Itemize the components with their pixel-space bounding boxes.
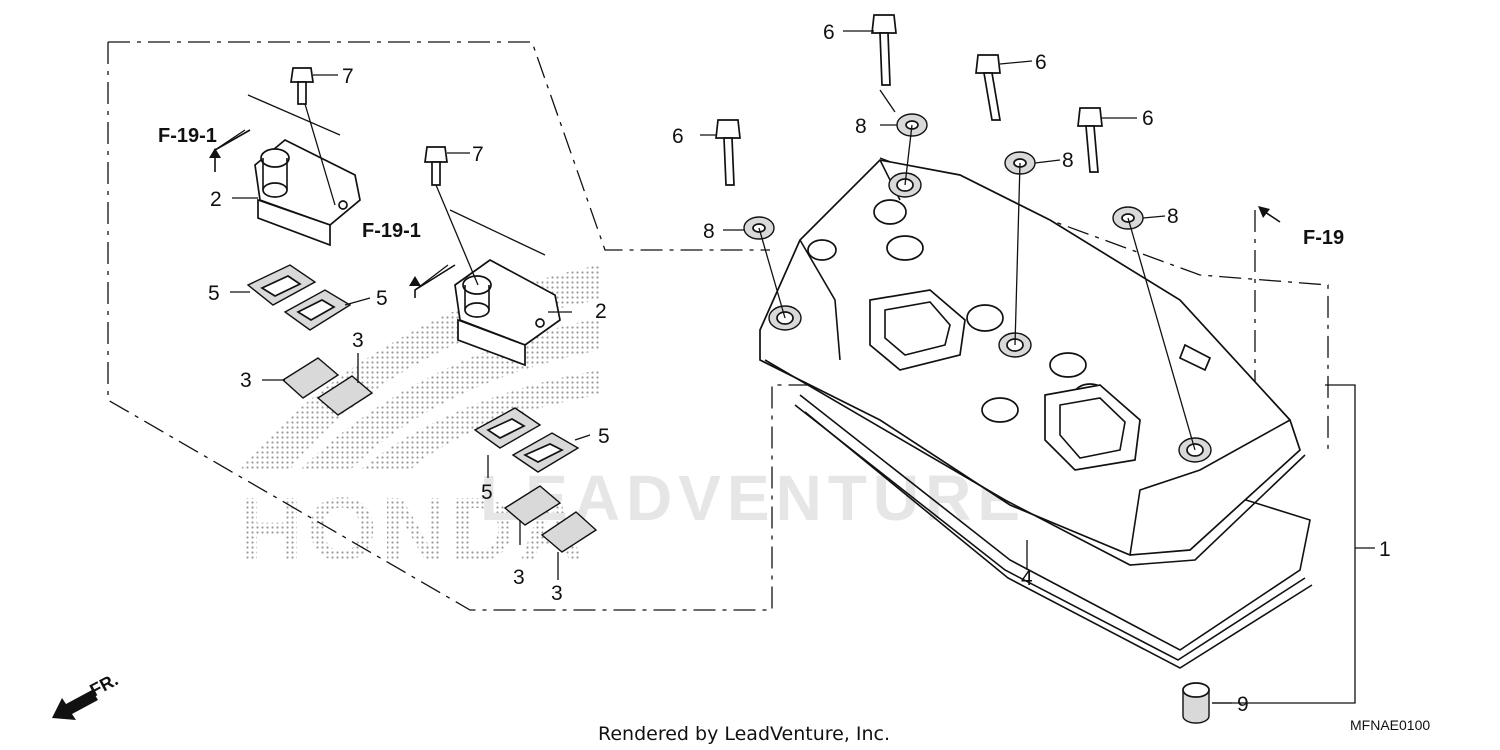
leader-lines	[214, 30, 1375, 704]
callout-3-d: 3	[551, 582, 563, 605]
cover-bolt-6-c	[975, 54, 1002, 121]
callout-6-b: 6	[672, 125, 684, 148]
callout-5-a: 5	[208, 282, 220, 305]
callout-8-a: 8	[703, 220, 715, 243]
callout-5-d: 5	[481, 481, 493, 504]
seal-5-set	[246, 264, 580, 473]
callout-4: 4	[1021, 567, 1033, 590]
callout-9: 9	[1237, 693, 1249, 716]
washer-8-set	[743, 113, 1144, 240]
arrow-to-f19-1-upper	[214, 129, 251, 172]
callout-6-c: 6	[1035, 51, 1047, 74]
callout-8-d: 8	[1167, 205, 1179, 228]
ref-f19[interactable]: F-19	[1303, 227, 1344, 249]
bolt-7-lower	[424, 146, 448, 186]
subassembly-outline	[107, 41, 830, 611]
ref-f19-1-upper[interactable]: F-19-1	[158, 125, 217, 147]
ignition-coil-lower	[454, 259, 561, 367]
bolt-7-upper	[290, 67, 314, 105]
callout-6-d: 6	[1142, 107, 1154, 130]
pad-3-set	[281, 357, 598, 553]
cover-bolt-6-d	[1077, 107, 1103, 173]
callout-8-c: 8	[1062, 149, 1074, 172]
diagram-code: MFNAE0100	[1350, 717, 1430, 733]
cover-bolt-6-b	[871, 14, 897, 86]
ignition-coil-upper	[254, 138, 361, 247]
callout-2-lower: 2	[595, 300, 607, 323]
callout-1: 1	[1379, 538, 1391, 561]
callout-7-upper: 7	[342, 65, 354, 88]
front-direction-arrow	[52, 690, 98, 720]
ref-f19-1-lower[interactable]: F-19-1	[362, 220, 421, 242]
dowel-pin-9	[1182, 682, 1210, 724]
rendered-by-credit: Rendered by LeadVenture, Inc.	[598, 723, 890, 745]
callout-7-lower: 7	[472, 143, 484, 166]
callout-3-c: 3	[513, 566, 525, 589]
cylinder-head-cover	[759, 159, 1313, 669]
callout-8-b: 8	[855, 115, 867, 138]
cover-bolt-6-a	[715, 119, 741, 186]
callout-6-a: 6	[823, 21, 835, 44]
callout-5-c: 5	[598, 425, 610, 448]
arrow-to-f19-1-lower	[414, 264, 456, 298]
callout-5-b: 5	[376, 287, 388, 310]
callout-3-b: 3	[352, 329, 364, 352]
callout-2-upper: 2	[210, 188, 222, 211]
callout-3-a: 3	[240, 369, 252, 392]
